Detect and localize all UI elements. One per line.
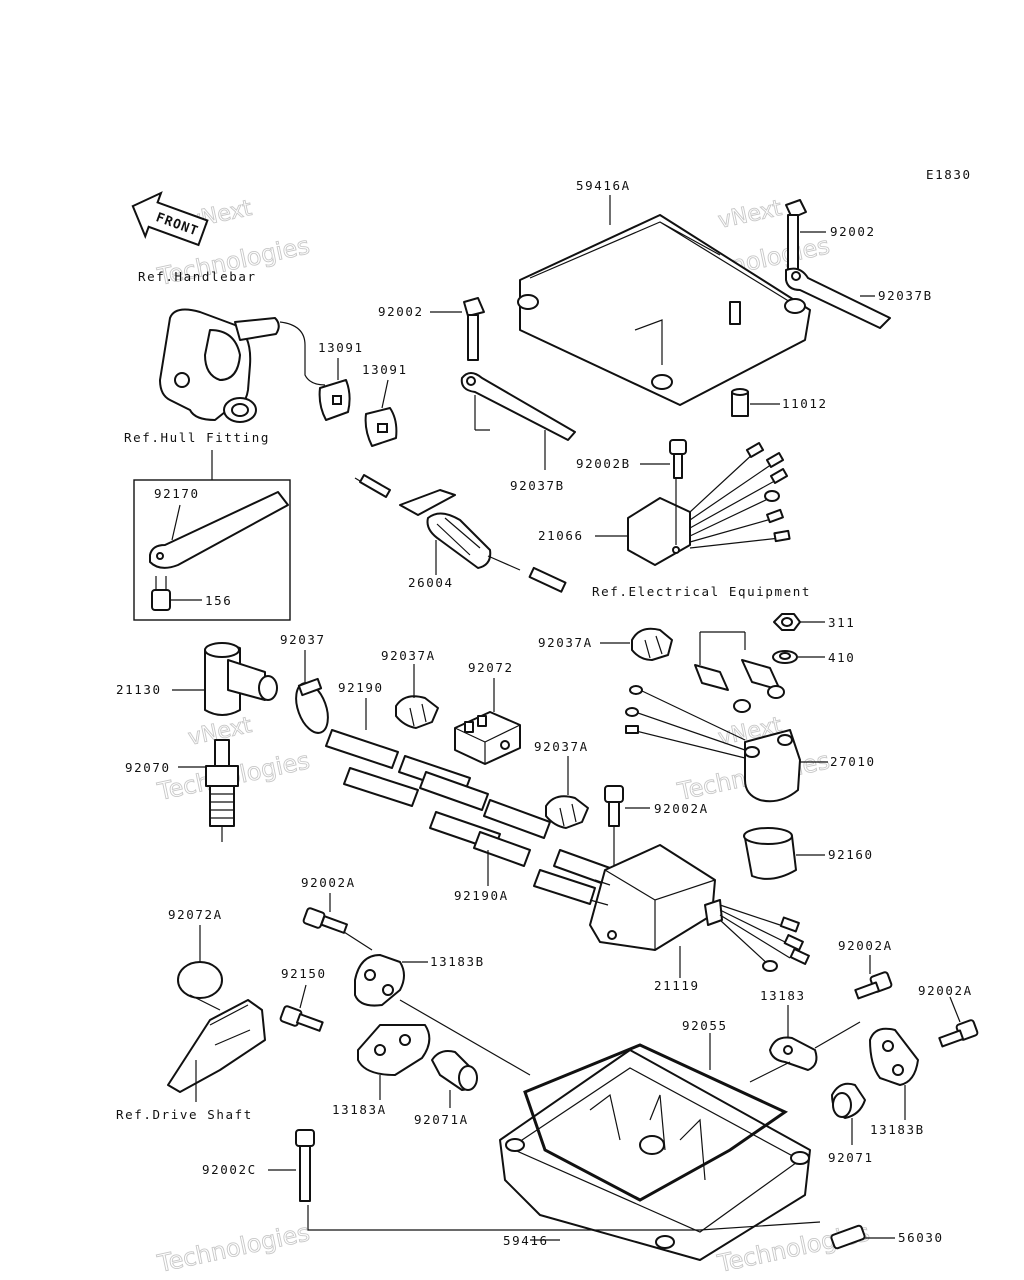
label-13183B-bot: 13183B [870, 1122, 925, 1137]
label-92002A-right: 92002A [838, 938, 893, 953]
clamp-92037A-low [545, 795, 589, 829]
label-410: 410 [828, 650, 855, 665]
switch-housing [159, 308, 326, 423]
label-59416: 59416 [503, 1233, 549, 1248]
strap-92037B-mid [460, 372, 576, 441]
label-56030: 56030 [898, 1230, 944, 1245]
bracket-13183 [769, 1036, 818, 1071]
label-11012: 11012 [782, 396, 828, 411]
bolt-92002A-far [938, 1019, 979, 1048]
label-92002B: 92002B [576, 456, 631, 471]
diagram-code: E1830 [926, 167, 972, 182]
label-92071: 92071 [828, 1150, 874, 1165]
label-13091a: 13091 [318, 340, 364, 355]
bolt-92150 [279, 1005, 324, 1032]
bracket-13183B-top [354, 954, 405, 1007]
coil-21119 [589, 844, 810, 972]
cap-13091-b [364, 407, 398, 447]
label-27010: 27010 [830, 754, 876, 769]
band-92072A [177, 961, 223, 1011]
ref-drive-shaft: Ref.Drive Shaft [116, 1107, 253, 1122]
front-arrow-icon: FRONT [131, 191, 209, 247]
label-13183: 13183 [760, 988, 806, 1003]
bolt-92002A-left [302, 907, 348, 934]
label-92072: 92072 [468, 660, 514, 675]
label-26004: 26004 [408, 575, 454, 590]
guard-drive-shaft [167, 999, 266, 1093]
plug-cap-21130 [204, 642, 278, 716]
label-156: 156 [205, 593, 232, 608]
label-92002C: 92002C [202, 1162, 257, 1177]
cap-92160 [743, 827, 797, 880]
label-59416A: 59416A [576, 178, 631, 193]
label-92002A-left: 92002A [301, 875, 356, 890]
tubes-92190 [325, 729, 611, 905]
bolt-92002B [669, 439, 687, 479]
bracket-13183B-bot [869, 1027, 919, 1086]
ref-hull-fitting: Ref.Hull Fitting [124, 430, 270, 445]
cable-26004 [354, 474, 567, 593]
label-92002A-far: 92002A [918, 983, 973, 998]
plate-13183A [357, 1024, 431, 1076]
label-92037: 92037 [280, 632, 326, 647]
gasket-92055 [523, 1043, 789, 1202]
label-92170: 92170 [154, 486, 200, 501]
label-92037B-right: 92037B [878, 288, 933, 303]
label-92037A-mid: 92037A [381, 648, 436, 663]
watermark: vNext [716, 196, 784, 234]
label-92150: 92150 [281, 966, 327, 981]
watermark: Technologies [154, 1218, 312, 1278]
ref-electrical-equipment: Ref.Electrical Equipment [592, 584, 811, 599]
label-21130: 21130 [116, 682, 162, 697]
label-92002-top: 92002 [830, 224, 876, 239]
ref-handlebar: Ref.Handlebar [138, 269, 257, 284]
holder-92072 [454, 711, 521, 765]
label-92002-left: 92002 [378, 304, 424, 319]
label-21066: 21066 [538, 528, 584, 543]
strap-92037B-right [785, 267, 891, 329]
spark-plug-92070 [205, 739, 239, 842]
grommet-92071 [831, 1082, 866, 1119]
cap-13091-a [318, 379, 351, 421]
label-92037B-mid: 92037B [510, 478, 565, 493]
label-311: 311 [828, 615, 855, 630]
cover-59416A [517, 214, 811, 406]
bolt-92002-left [463, 297, 485, 361]
collar-11012 [731, 388, 749, 417]
label-13183A: 13183A [332, 1102, 387, 1117]
label-92071A: 92071A [414, 1112, 469, 1127]
label-92190A: 92190A [454, 888, 509, 903]
bolt-156 [151, 576, 202, 611]
label-92070: 92070 [125, 760, 171, 775]
label-92055: 92055 [682, 1018, 728, 1033]
case-59416 [499, 1049, 811, 1261]
label-92037A-low: 92037A [534, 739, 589, 754]
grommet-92071A [431, 1050, 478, 1091]
clamp-92037A-right [631, 627, 673, 661]
bolt-92002C [295, 1129, 315, 1202]
label-92037A-right: 92037A [538, 635, 593, 650]
label-21119: 21119 [654, 978, 700, 993]
label-92002A-mid: 92002A [654, 801, 709, 816]
label-13183B-top: 13183B [430, 954, 485, 969]
bolt-92002A-right [854, 971, 893, 1000]
label-13091b: 13091 [362, 362, 408, 377]
label-92190: 92190 [338, 680, 384, 695]
relay-27010 [625, 659, 801, 803]
strap-92170 [149, 491, 289, 569]
label-92072A: 92072A [168, 907, 223, 922]
bolt-92002A-mid [604, 785, 624, 827]
seal-56030 [830, 1224, 866, 1250]
unit-21066 [627, 442, 791, 566]
label-92160: 92160 [828, 847, 874, 862]
clamp-92037A-mid [395, 695, 439, 729]
